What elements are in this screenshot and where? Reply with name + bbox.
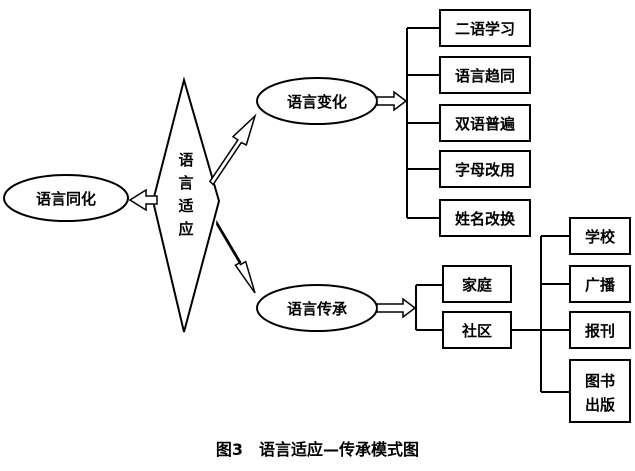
arrow-inheritance-to-items — [376, 297, 417, 319]
inheritance-label: 语言传承 — [287, 300, 347, 318]
family-label: 家庭 — [462, 276, 493, 294]
community-items-bracket — [540, 235, 570, 393]
change-item-box — [439, 56, 531, 94]
assimilation-label: 语言同化 — [36, 190, 96, 208]
center-char-4: 应 — [178, 220, 193, 238]
figure-caption: 图3 语言适应—传承模式图 — [215, 440, 420, 459]
change-item-label: 字母改用 — [455, 161, 515, 179]
arrow-to-change — [208, 113, 257, 186]
change-label: 语言变化 — [287, 93, 347, 111]
change-item-label: 语言趋同 — [455, 67, 515, 85]
inheritance-items-bracket — [415, 284, 443, 331]
publishing-box — [569, 359, 631, 423]
arrow-change-to-items — [376, 90, 408, 112]
press-label: 报刊 — [585, 322, 615, 340]
publishing-label-line1: 图书 — [585, 372, 615, 390]
change-item-label: 双语普遍 — [455, 115, 516, 133]
change-item-box — [439, 9, 531, 47]
press-box — [569, 311, 631, 349]
center-char-1: 语 — [178, 151, 193, 169]
community-label: 社区 — [461, 322, 492, 340]
change-item-label: 二语学习 — [455, 20, 515, 38]
center-char-3: 适 — [178, 197, 193, 215]
change-item-box — [439, 104, 531, 142]
arrow-to-assimilation — [128, 188, 158, 212]
school-label: 学校 — [585, 228, 616, 246]
center-char-2: 言 — [178, 174, 193, 192]
change-item-box — [439, 150, 531, 188]
school-box — [569, 217, 631, 255]
center-diamond — [151, 76, 221, 333]
broadcast-box — [569, 265, 631, 303]
change-item-box — [439, 199, 531, 237]
publishing-label-line2: 出版 — [585, 396, 615, 414]
family-box — [442, 265, 512, 303]
change-items-bracket — [406, 27, 440, 219]
assimilation-ellipse — [3, 174, 129, 222]
change-item-label: 姓名改换 — [455, 210, 516, 228]
arrow-to-inheritance — [216, 219, 256, 294]
broadcast-label: 广播 — [585, 276, 616, 294]
